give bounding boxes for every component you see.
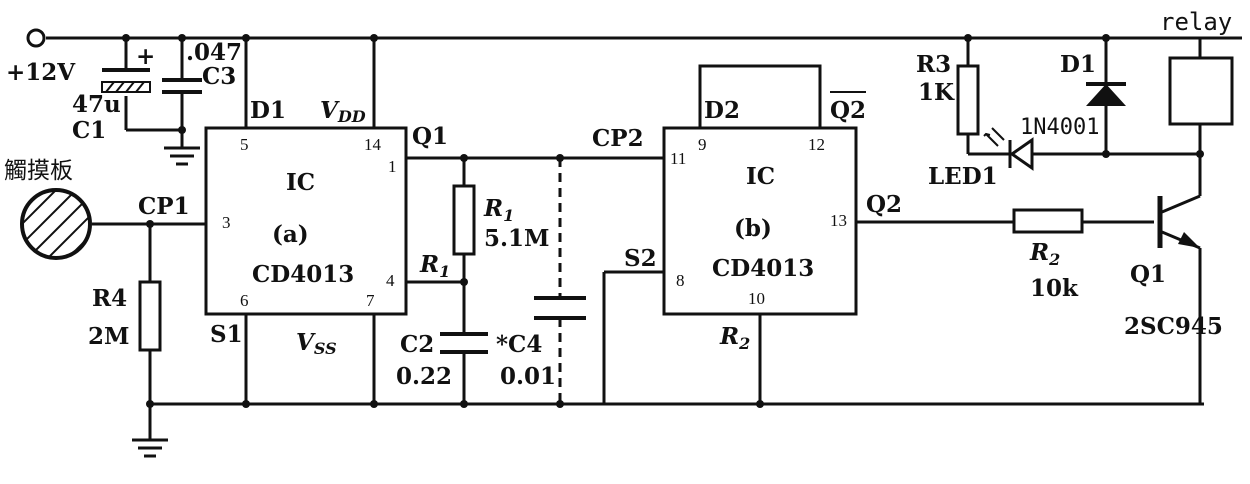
ic-b-s2-label: S2: [624, 245, 657, 272]
ic-b-pin10: 10: [748, 289, 765, 308]
ic-b-r2-label: R2: [719, 323, 750, 353]
ic-a-q1-label: Q1: [412, 123, 448, 150]
c3-value-label: .047: [186, 39, 242, 66]
c1-value-label: 47u: [72, 91, 121, 118]
relay-coil-icon: [1168, 56, 1234, 126]
ic-a-pin1: 1: [388, 157, 397, 176]
ic-a-pin3: 3: [222, 213, 231, 232]
ic-a-s1-label: S1: [210, 321, 243, 348]
d1-part-label: 1N4001: [1020, 115, 1099, 140]
r2-name-label: R2: [1029, 239, 1060, 269]
r3-value-label: 1K: [918, 79, 955, 106]
ic-b-d2-label: D2: [704, 97, 740, 124]
r1-resistor-icon: [452, 184, 476, 256]
junction-dots: [122, 34, 1204, 408]
ground-icon: [132, 430, 168, 458]
relay-label: relay: [1160, 8, 1232, 36]
c2-name-label: C2: [400, 331, 434, 358]
wires: [46, 36, 1242, 430]
ic-a-title: IC: [286, 169, 315, 196]
led-light-arrows-icon: [983, 127, 1005, 147]
d1-diode-icon: [1086, 82, 1126, 106]
led-name-label: LED1: [928, 163, 998, 190]
r4-value-label: 2M: [88, 323, 129, 350]
ic-a-d1-label: D1: [250, 97, 286, 124]
r2-resistor-icon: [1012, 208, 1084, 234]
r3-name-label: R3: [916, 51, 951, 78]
c2-capacitor-icon: [440, 332, 488, 354]
c3-capacitor-icon: [162, 78, 202, 94]
c4-capacitor-icon: [534, 296, 586, 320]
ic-a-vdd-label: VDD: [320, 97, 366, 126]
ic-b-title: IC: [746, 163, 775, 190]
r1-value-label: 5.1M: [484, 225, 549, 252]
ic-a-r1-label: R1: [419, 251, 450, 281]
led-icon: [1008, 137, 1034, 171]
ic-b-pin13: 13: [830, 211, 847, 230]
ic-a-pin5: 5: [240, 135, 249, 154]
c4-name-label: *C4: [496, 331, 542, 358]
ic-a-pin6: 6: [240, 291, 249, 310]
ic-b-q2bar-label: Q2: [830, 97, 866, 124]
ic-b-cp2-label: CP2: [592, 125, 644, 152]
ic-a-vss-label: VSS: [296, 329, 337, 358]
c3-name-label: C3: [202, 63, 236, 90]
r4-name-label: R4: [92, 285, 127, 312]
ic-a-pin7: 7: [366, 291, 375, 310]
c1-plus-label: +: [136, 43, 155, 70]
ic-a-part: CD4013: [252, 261, 354, 288]
ic-b-pin11: 11: [670, 149, 686, 168]
ic-a-pin4: 4: [386, 271, 395, 290]
transistor-icon: [1157, 196, 1200, 248]
d1-name-label: D1: [1060, 51, 1096, 78]
c2-value-label: 0.22: [396, 363, 452, 390]
r4-resistor-icon: [138, 280, 162, 352]
ic-a-box: [204, 126, 408, 316]
ic-b-q2-label: Q2: [866, 191, 902, 218]
r3-resistor-icon: [956, 64, 980, 136]
ground-icon: [164, 146, 200, 166]
r1-name-label: R1: [483, 195, 514, 225]
ic-b-pin9: 9: [698, 135, 707, 154]
q1-name-label: Q1: [1130, 261, 1166, 288]
q1-part-label: 2SC945: [1124, 313, 1223, 340]
ic-b-box: [662, 126, 858, 316]
c4-value-label: 0.01: [500, 363, 556, 390]
touch-plate-label: 觸摸板: [4, 158, 73, 184]
ic-a-pin14: 14: [364, 135, 382, 154]
cp1-label: CP1: [138, 193, 190, 220]
supply-terminal-icon: [26, 28, 46, 48]
c1-name-label: C1: [72, 117, 106, 144]
supply-label: +12V: [6, 59, 76, 86]
ic-b-sub: (b): [734, 215, 772, 242]
ic-b-pin8: 8: [676, 271, 685, 290]
ic-b-pin12: 12: [808, 135, 825, 154]
ic-b-part: CD4013: [712, 255, 814, 282]
c1-electrolytic-icon: [101, 68, 151, 93]
touch-plate-icon: [20, 188, 92, 260]
r2-value-label: 10k: [1030, 275, 1079, 302]
ic-a-sub: (a): [272, 221, 309, 248]
